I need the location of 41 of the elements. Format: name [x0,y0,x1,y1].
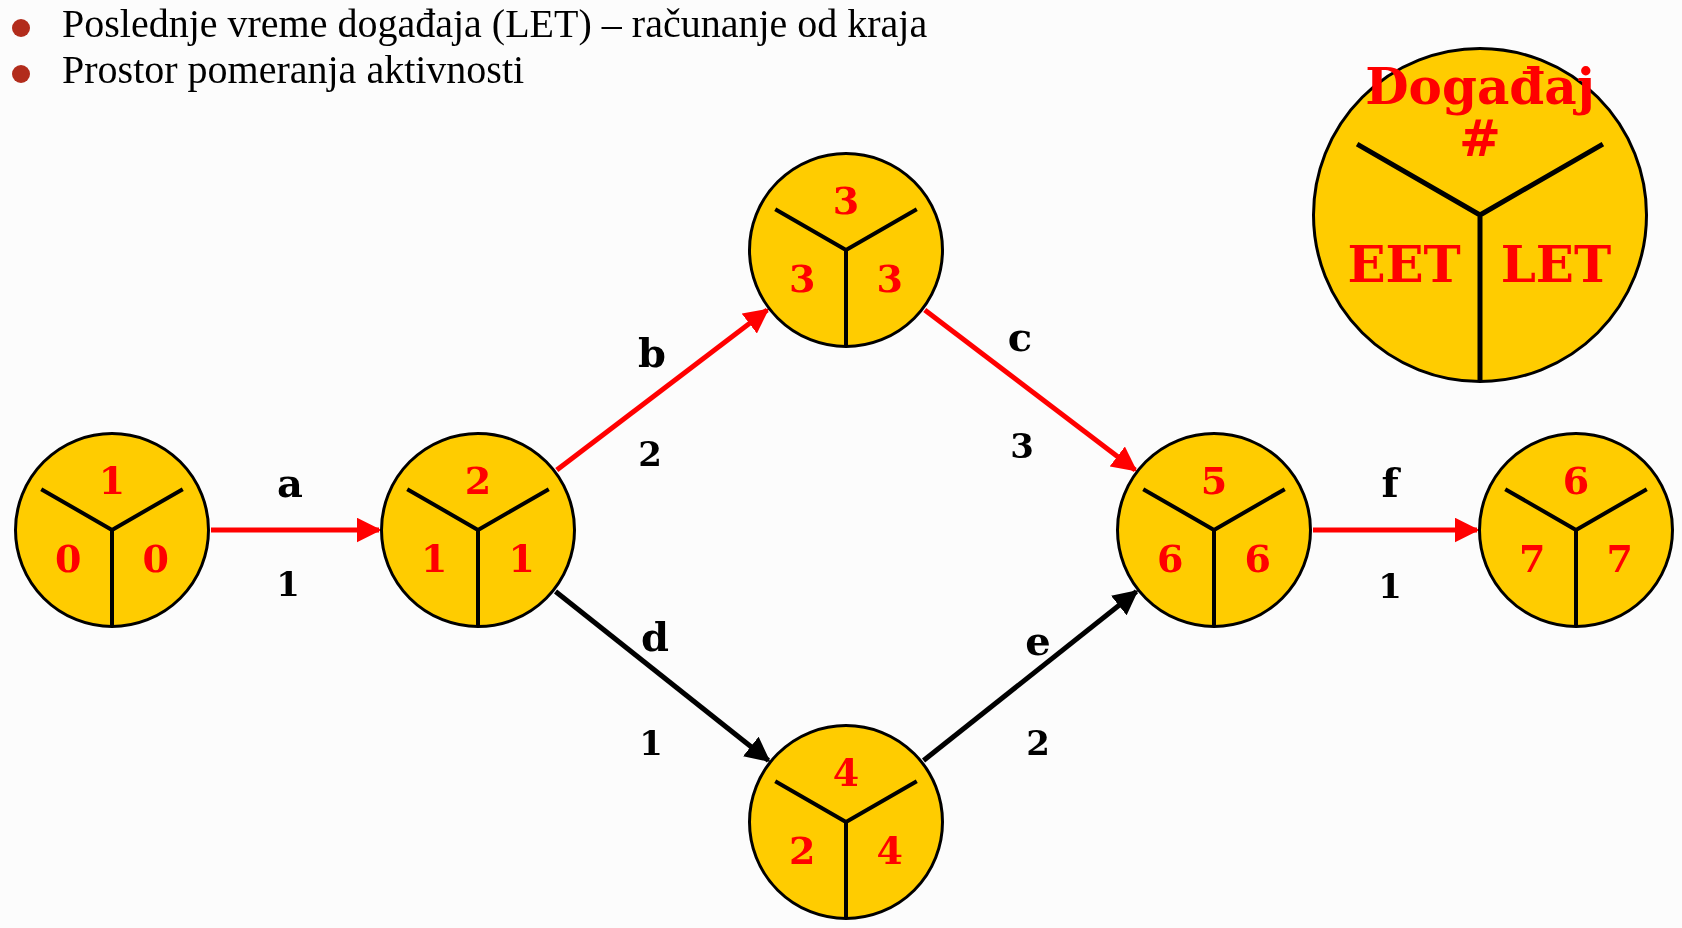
arrow [1313,517,1480,543]
earliest-time: 3 [789,258,816,299]
event-number: 3 [832,180,860,221]
duration-label: 2 [638,434,662,474]
latest-time: 4 [876,830,903,871]
bullet-text: Poslednje vreme događaja (LET) – računanje od kraja [62,2,928,46]
arrow [922,589,1139,763]
activity-label: b [638,328,666,376]
arrow [211,517,382,543]
earliest-time: 2 [789,830,816,871]
activity-label: f [1381,458,1399,506]
earliest-time: 6 [1157,538,1184,579]
legend-heading: Događaj # [1364,60,1596,166]
activity-label: d [641,612,669,660]
latest-time: 3 [876,258,903,299]
event-number: 4 [832,752,860,793]
event-number: 5 [1200,460,1228,501]
earliest-time: 0 [55,538,82,579]
latest-time: 0 [142,538,169,579]
latest-time: LET [1500,238,1612,291]
earliest-time: EET [1347,238,1461,291]
event-number: 1 [98,460,126,501]
latest-time: 7 [1606,538,1633,579]
duration-label: 1 [276,564,300,604]
duration-label: 1 [1378,566,1402,606]
duration-label: 1 [639,723,663,763]
latest-time: 6 [1244,538,1271,579]
duration-label: 3 [1010,426,1034,466]
duration-label: 2 [1026,723,1050,763]
event-number: 2 [464,460,492,501]
arrow [555,307,770,473]
earliest-time: 7 [1519,538,1546,579]
arrow [923,307,1138,473]
activity-label: a [277,458,303,506]
arrow [554,589,771,763]
event-number: 6 [1562,460,1590,501]
activity-label: e [1025,616,1051,664]
earliest-time: 1 [421,538,448,579]
bullet-text: Prostor pomeranja aktivnosti [62,48,525,92]
latest-time: 1 [508,538,535,579]
activity-label: c [1007,312,1033,360]
